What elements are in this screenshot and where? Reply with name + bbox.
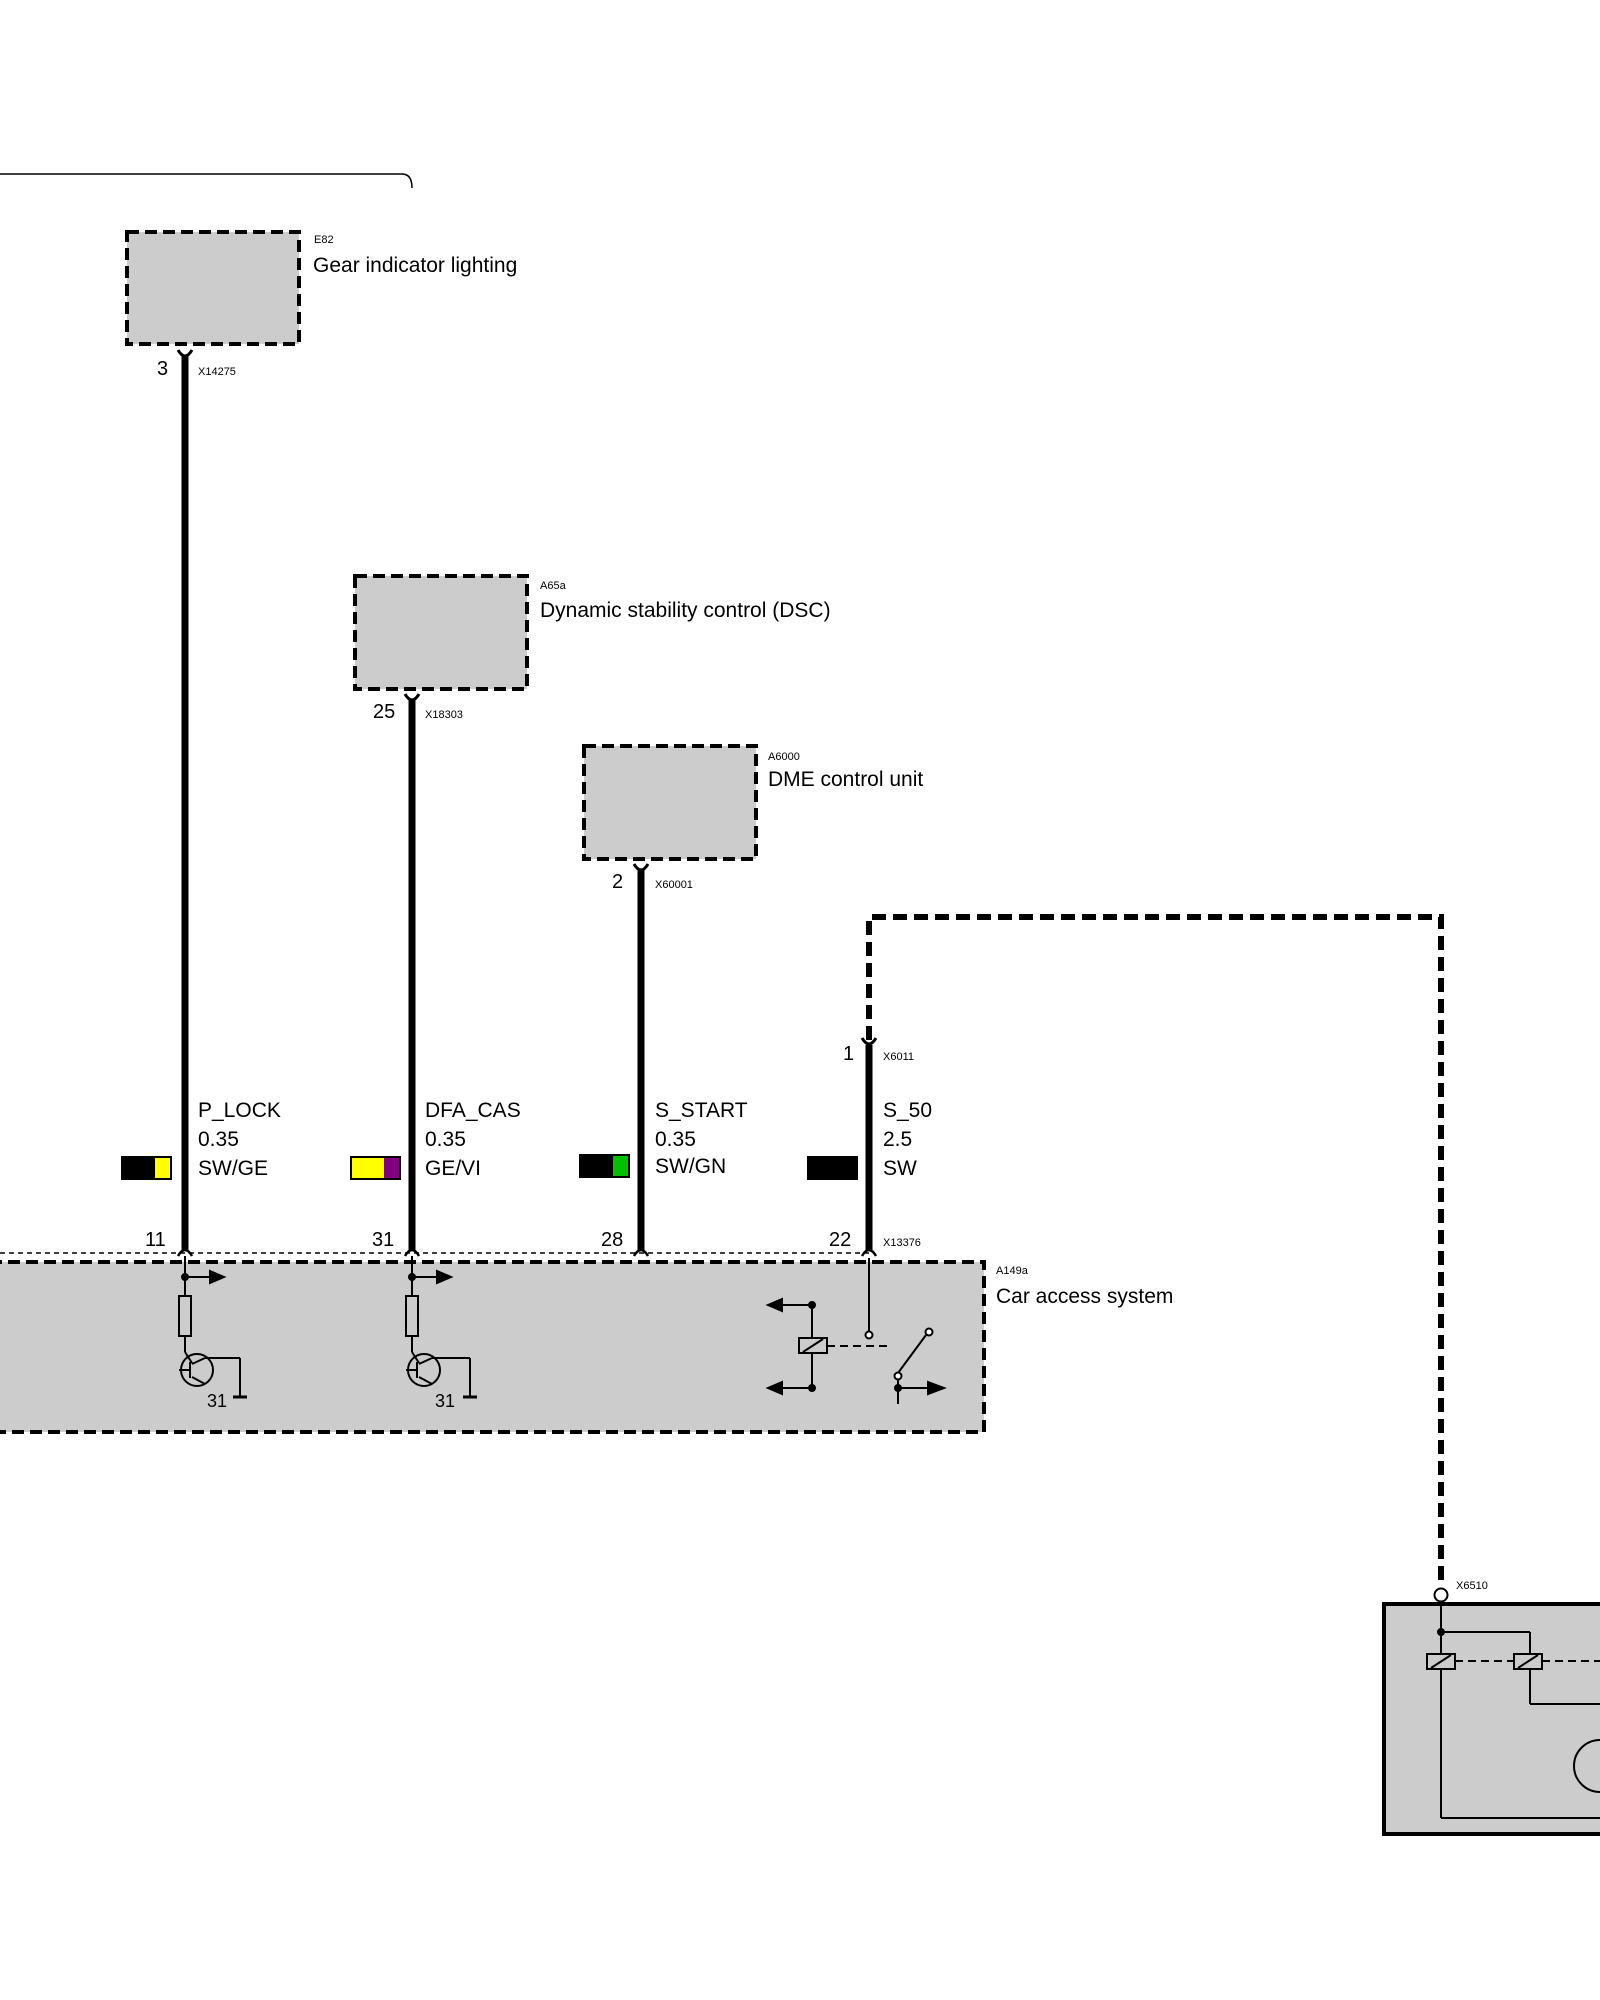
a6000-name: DME control unit — [768, 768, 923, 791]
wire-p-lock-color: SW/GE — [198, 1157, 268, 1180]
cas-pin-s-50: 22 — [829, 1229, 851, 1251]
transistor-output-icon — [178, 1256, 247, 1399]
e82-pin: 3 — [157, 358, 168, 380]
component-a65a[interactable] — [353, 574, 529, 691]
a149a-name: Car access system — [996, 1285, 1173, 1308]
a149a-connector: X13376 — [883, 1237, 921, 1249]
x6510-connector: X6510 — [1456, 1580, 1488, 1592]
wire-dfa-cas-signal: DFA_CAS — [425, 1099, 521, 1122]
x6510-terminal-icon — [1433, 1587, 1449, 1603]
e82-name: Gear indicator lighting — [313, 254, 517, 277]
wire-p-lock-gauge: 0.35 — [198, 1128, 239, 1151]
a6000-pin: 2 — [612, 871, 623, 893]
component-a149a[interactable] — [0, 1260, 986, 1434]
wire-s-50-color: SW — [883, 1157, 917, 1180]
wire-s-50-signal: S_50 — [883, 1099, 932, 1122]
wire-s-50-gauge: 2.5 — [883, 1128, 912, 1151]
a65a-connector: X18303 — [425, 709, 463, 721]
wire-color-swatch-ge-vi — [350, 1156, 401, 1180]
component-a6000[interactable] — [582, 744, 758, 861]
cas-pin-p-lock: 11 — [145, 1229, 166, 1251]
wire-color-swatch-sw-gn — [579, 1154, 630, 1178]
cas-pin-s-start: 28 — [601, 1229, 623, 1251]
a65a-name: Dynamic stability control (DSC) — [540, 599, 831, 622]
relay-icon — [765, 1258, 947, 1404]
wire-s-start-signal: S_START — [655, 1099, 748, 1122]
x6510-relay-icon — [1426, 1601, 1600, 1819]
e82-code: E82 — [314, 234, 334, 246]
wire-p-lock-signal: P_LOCK — [198, 1099, 281, 1122]
e82-connector: X14275 — [198, 366, 236, 378]
a65a-pin: 25 — [373, 701, 395, 723]
transistor-output-icon — [405, 1256, 477, 1399]
wire-color-swatch-sw — [807, 1156, 858, 1180]
top-bracket — [0, 173, 413, 189]
wire-color-swatch-sw-ge — [121, 1156, 172, 1180]
x6011-connector: X6011 — [883, 1051, 914, 1063]
connector-cup-icon — [860, 1037, 878, 1046]
component-e82[interactable] — [125, 230, 301, 346]
component-x6510[interactable] — [1382, 1602, 1600, 1836]
connector-cup-icon — [403, 693, 421, 702]
ground-31-label: 31 — [435, 1391, 455, 1411]
a6000-code: A6000 — [768, 751, 800, 763]
dashed-link-s50 — [866, 914, 1444, 1582]
wire-dfa-cas-gauge: 0.35 — [425, 1128, 466, 1151]
cas-pin-dfa-cas: 31 — [372, 1229, 394, 1251]
connector-cup-icon — [403, 1248, 421, 1257]
wire-s-start-color: SW/GN — [655, 1155, 726, 1178]
ground-31-label: 31 — [207, 1391, 227, 1411]
wire-s-start-gauge: 0.35 — [655, 1128, 696, 1151]
connector-cup-icon — [632, 1248, 650, 1257]
connector-cup-icon — [860, 1248, 878, 1257]
connector-cup-icon — [176, 1248, 194, 1257]
x6011-pin: 1 — [843, 1043, 854, 1065]
wire-dfa-cas-color: GE/VI — [425, 1157, 481, 1180]
connector-cup-icon — [632, 863, 650, 872]
connector-cup-icon — [176, 349, 194, 358]
a65a-code: A65a — [540, 580, 567, 592]
a149a-code: A149a — [996, 1265, 1029, 1277]
a6000-connector: X60001 — [655, 879, 693, 891]
